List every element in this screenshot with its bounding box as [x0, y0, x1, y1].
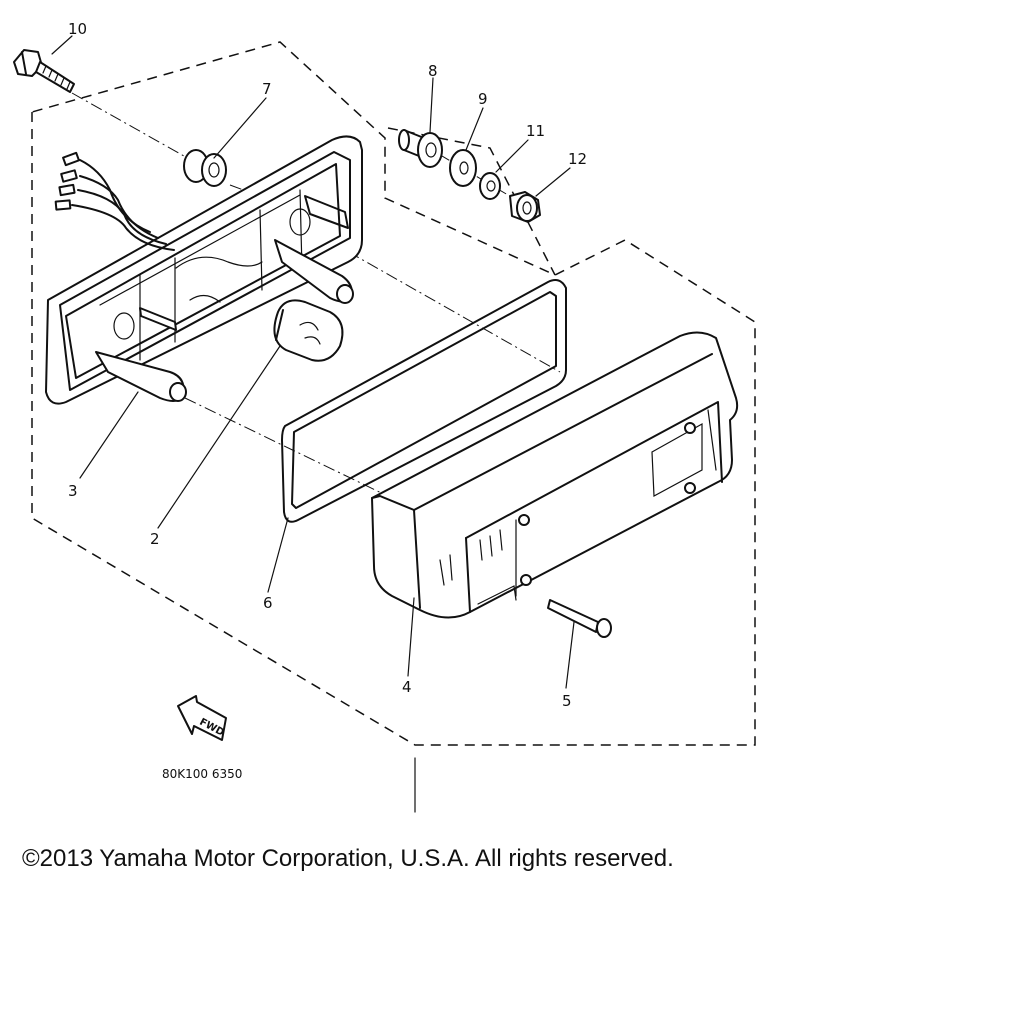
exploded-parts-diagram: FWD 10 7 8 9 11 12 3 2 6 4 5 80K100 6350 [13, 20, 756, 813]
callout-4: 4 [402, 678, 412, 696]
lamp-housing-part-3 [45, 135, 363, 405]
callout-labels: 10 7 8 9 11 12 3 2 6 4 5 [68, 20, 587, 710]
callout-10: 10 [68, 20, 87, 38]
assembly-boundary [31, 41, 756, 813]
fastener-parts [398, 129, 541, 223]
callout-9: 9 [478, 90, 488, 108]
callout-8: 8 [428, 62, 438, 80]
nut-part-12 [509, 191, 541, 223]
fwd-arrow-icon: FWD [177, 695, 227, 741]
screw-part-5 [547, 599, 612, 638]
callout-7: 7 [262, 80, 272, 98]
washer-part-11 [479, 172, 501, 200]
callout-2: 2 [150, 530, 160, 548]
copyright-notice: ©2013 Yamaha Motor Corporation, U.S.A. A… [22, 845, 674, 872]
wire-harness [54, 151, 175, 251]
lens-part-4 [371, 331, 739, 619]
callout-3: 3 [68, 482, 78, 500]
gasket-part-6 [281, 279, 567, 523]
washer-part-9 [449, 149, 477, 187]
bulb-part-2 [273, 299, 344, 362]
callout-12: 12 [568, 150, 587, 168]
collar-part-8 [398, 129, 443, 168]
callout-11: 11 [526, 122, 545, 140]
leader-lines [51, 35, 575, 689]
drawing-code: 80K100 6350 [162, 767, 242, 781]
callout-6: 6 [263, 594, 273, 612]
grommet-part-7 [183, 149, 227, 187]
callout-5: 5 [562, 692, 572, 710]
bolt-part-10 [13, 49, 75, 93]
